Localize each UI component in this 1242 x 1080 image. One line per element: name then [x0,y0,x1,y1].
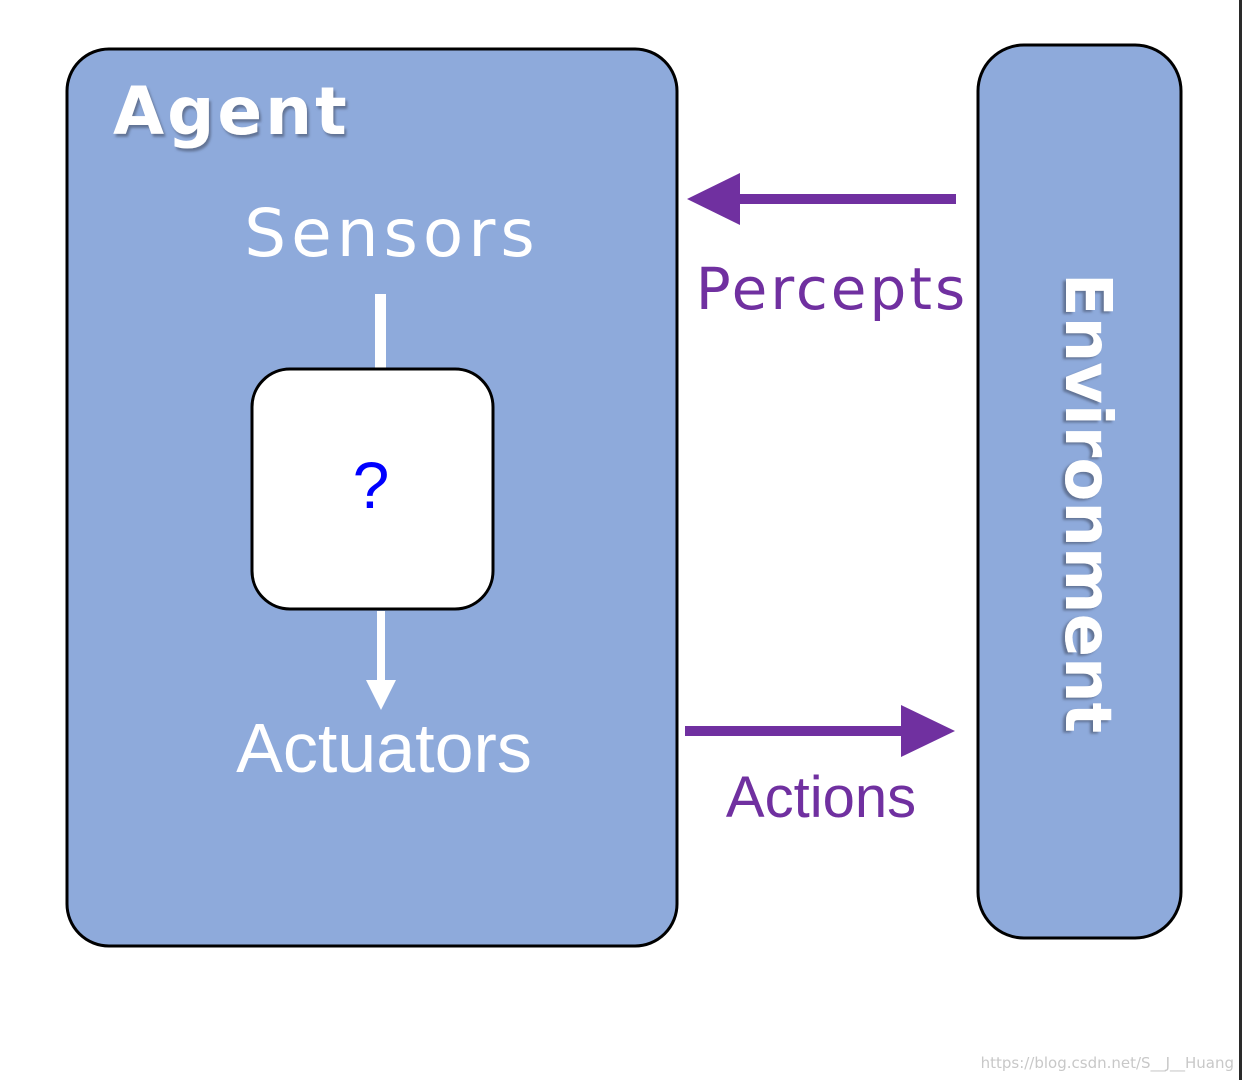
percepts-label: Percepts [696,255,969,323]
actuators-connector-line [377,611,385,683]
actuators-label: Actuators [236,709,532,787]
percepts-arrow-shaft [735,194,956,204]
agent-title: Agent [113,73,350,150]
unknown-question-mark: ? [353,448,390,522]
actions-arrow-shaft [685,726,907,736]
environment-box [976,43,1183,940]
watermark-url: https://blog.csdn.net/S__J__Huang [980,1054,1234,1072]
agent-function-box [250,367,495,611]
page-edge-border [1239,0,1242,1080]
percepts-arrowhead [687,173,740,225]
actuators-arrowhead [366,680,396,710]
environment-label: Environment [1050,273,1124,733]
actions-arrowhead [901,705,955,757]
sensors-connector-line [375,294,386,370]
sensors-label: Sensors [244,195,540,272]
actions-label: Actions [726,765,916,830]
